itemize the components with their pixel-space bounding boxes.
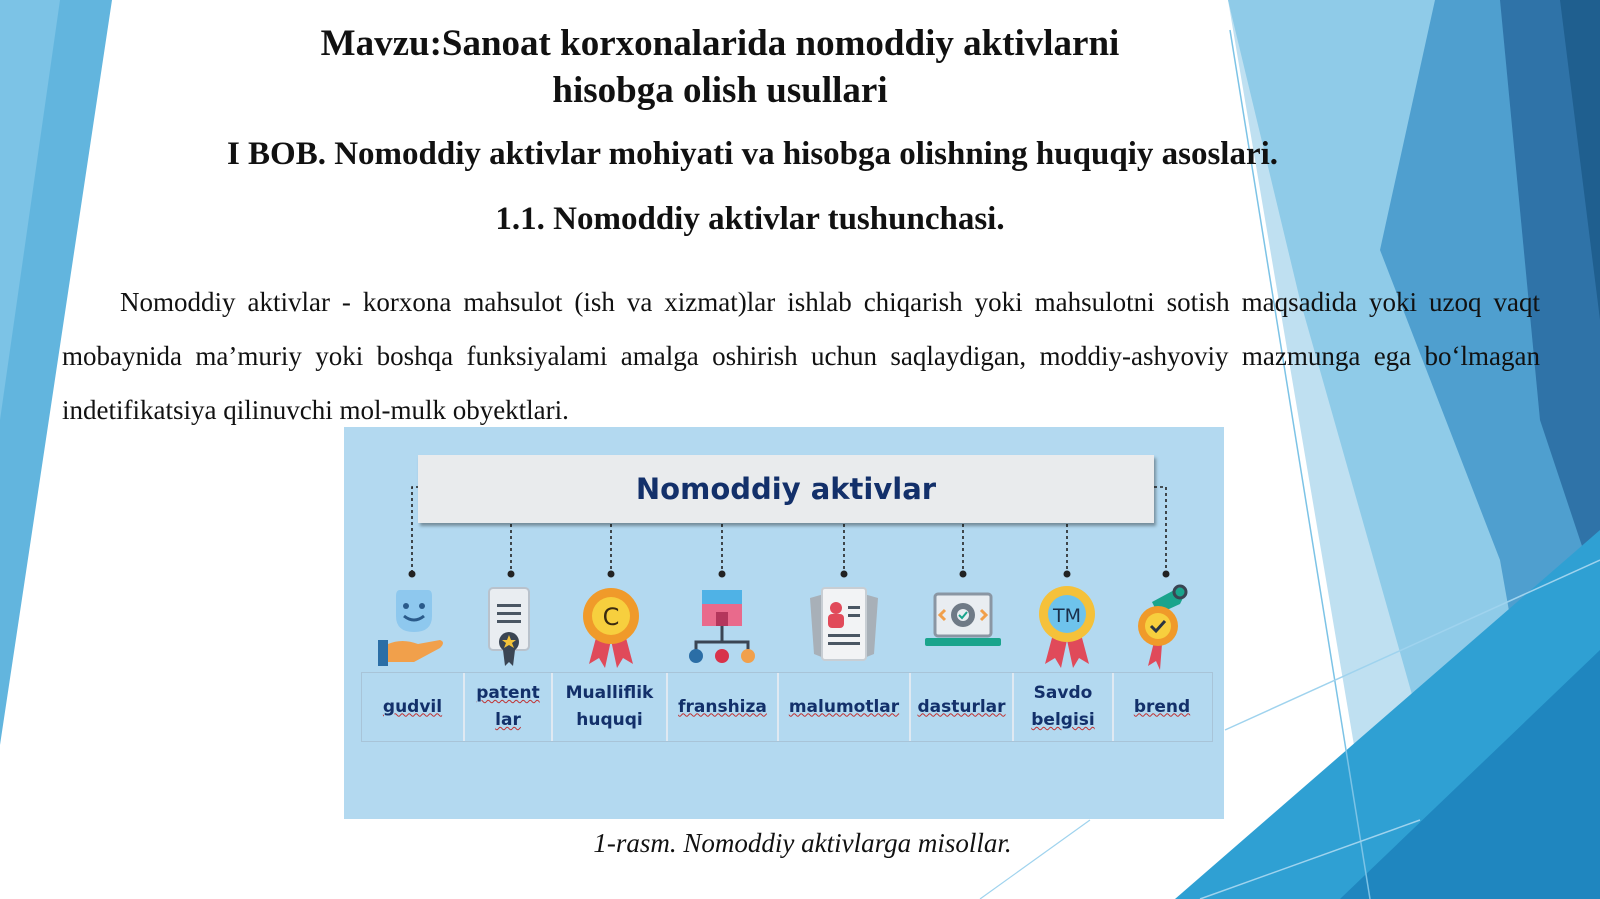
label-savdo-belgisi: Savdo belgisi [1014, 673, 1114, 741]
face-in-hand-icon [378, 590, 443, 666]
connector-lines [408, 486, 1170, 578]
svg-text:TM: TM [1052, 605, 1081, 627]
data-document-icon [810, 587, 878, 661]
label-text: gudvil [382, 696, 443, 717]
label-text-line-1: Savdo [1033, 683, 1093, 703]
title-line-2: hisobga olish usullari [552, 70, 888, 111]
intangible-assets-figure: Nomoddiy aktivlar C [344, 427, 1224, 819]
label-text: franshiza [678, 696, 767, 717]
label-text-line-1: patent [476, 683, 540, 703]
brand-tag-icon [1138, 584, 1188, 670]
label-text-line-1: Mualliflik [565, 683, 654, 703]
definition-paragraph: Nomoddiy aktivlar - korxona mahsulot (is… [62, 287, 1540, 425]
software-laptop-icon [925, 592, 1001, 646]
label-text: dasturlar [917, 696, 1006, 717]
asset-labels-row: gudvil patent lar Mualliflik huquqi fransh… [361, 672, 1213, 742]
chapter-heading: I BOB. Nomoddiy aktivlar mohiyati va his… [226, 136, 1279, 172]
label-patentlar: patent lar [465, 673, 553, 741]
label-text: malumotlar [788, 696, 900, 717]
label-dasturlar: dasturlar [911, 673, 1014, 741]
trademark-badge-icon: TM [1039, 586, 1095, 668]
franchise-store-icon [689, 590, 755, 663]
svg-text:C: C [603, 603, 620, 631]
label-mualliflik-huquqi: Mualliflik huquqi [553, 673, 668, 741]
label-franshiza: franshiza [668, 673, 779, 741]
label-text-line-2: belgisi [1031, 710, 1095, 730]
label-malumotlar: malumotlar [779, 673, 911, 741]
label-text: brend [1133, 696, 1191, 717]
figure-header: Nomoddiy aktivlar [418, 455, 1154, 523]
label-gudvil: gudvil [362, 673, 465, 741]
section-heading: 1.1. Nomoddiy aktivlar tushunchasi. [495, 201, 1005, 237]
certificate-scroll-icon [488, 587, 530, 666]
label-brend: brend [1114, 673, 1210, 741]
label-text-line-2: lar [495, 710, 521, 730]
title-line-1: Mavzu:Sanoat korxonalarida nomoddiy akti… [320, 23, 1120, 64]
slide-title: Mavzu:Sanoat korxonalarida nomoddiy akti… [250, 20, 1190, 114]
copyright-medal-icon: C [583, 588, 639, 668]
figure-caption: 1-rasm. Nomoddiy aktivlarga misollar. [593, 828, 1012, 858]
label-text-line-2: huquqi [576, 710, 643, 730]
